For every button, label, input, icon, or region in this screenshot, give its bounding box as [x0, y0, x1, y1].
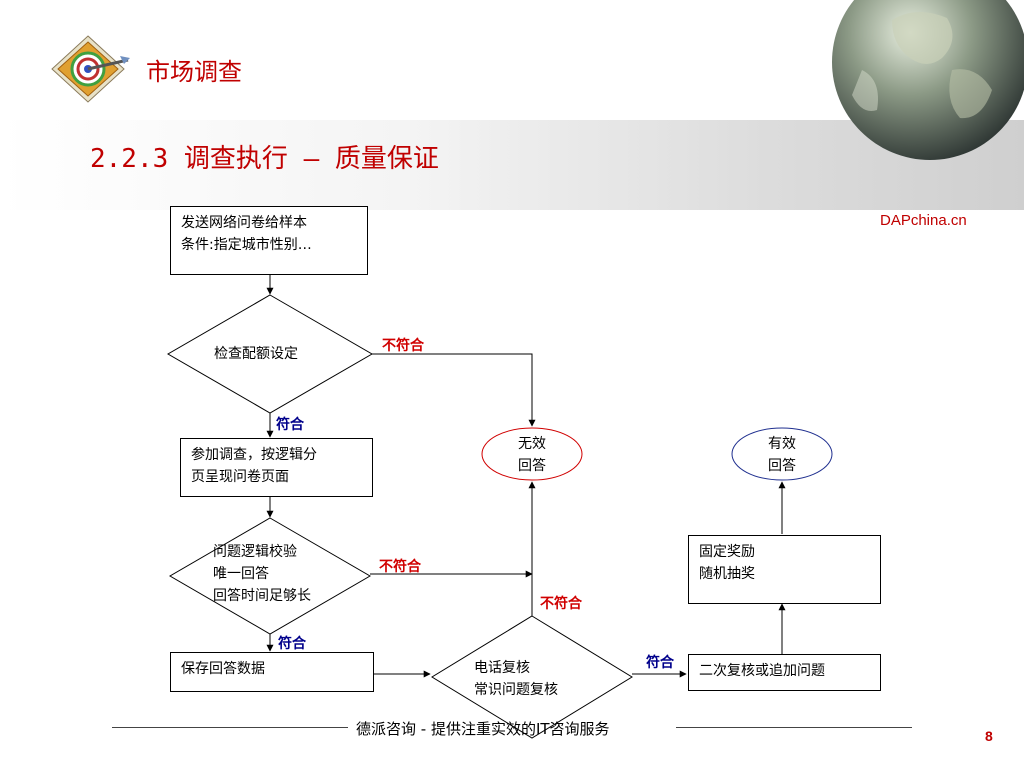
participate-box: 参加调查，按逻辑分 页呈现问卷页面: [180, 438, 373, 497]
phone-review-diamond: [431, 615, 633, 739]
invalid-answer-text: 无效 回答: [518, 436, 546, 474]
pass-label-quota: 符合: [276, 417, 304, 433]
send-survey-box: 发送网络问卷给样本 条件:指定城市性别…: [170, 206, 368, 275]
reward-box: 固定奖励 随机抽奖: [688, 535, 881, 604]
section-title: 2.2.3 调查执行 – 质量保证: [90, 144, 439, 174]
footer-divider-left: [112, 727, 348, 728]
logic-check-text: 问题逻辑校验 唯一回答 回答时间足够长: [213, 544, 311, 604]
globe-image: [832, 0, 1024, 160]
valid-answer-text: 有效 回答: [768, 436, 796, 474]
check-quota-text: 检查配额设定: [214, 346, 298, 362]
target-logo-icon: [51, 35, 130, 103]
page-number: 8: [985, 728, 993, 744]
brand-link[interactable]: DAPchina.cn: [880, 212, 967, 229]
second-review-box: 二次复核或追加问题: [688, 654, 881, 691]
fail-label-phone: 不符合: [540, 596, 582, 612]
valid-answer-ellipse: [731, 427, 833, 481]
phone-review-text: 电话复核 常识问题复核: [474, 660, 558, 698]
invalid-answer-ellipse: [481, 427, 583, 481]
footer-text: 德派咨询 - 提供注重实效的IT咨询服务: [356, 720, 610, 738]
page-header-title: 市场调查: [146, 58, 242, 86]
pass-label-phone: 符合: [646, 655, 674, 671]
footer-divider-right: [676, 727, 912, 728]
pass-label-logic: 符合: [278, 636, 306, 652]
header-band: [0, 120, 1024, 210]
save-data-box: 保存回答数据: [170, 652, 374, 692]
fail-label-quota: 不符合: [382, 338, 424, 354]
fail-label-logic: 不符合: [379, 559, 421, 575]
arrow-check-fail: [372, 353, 536, 427]
